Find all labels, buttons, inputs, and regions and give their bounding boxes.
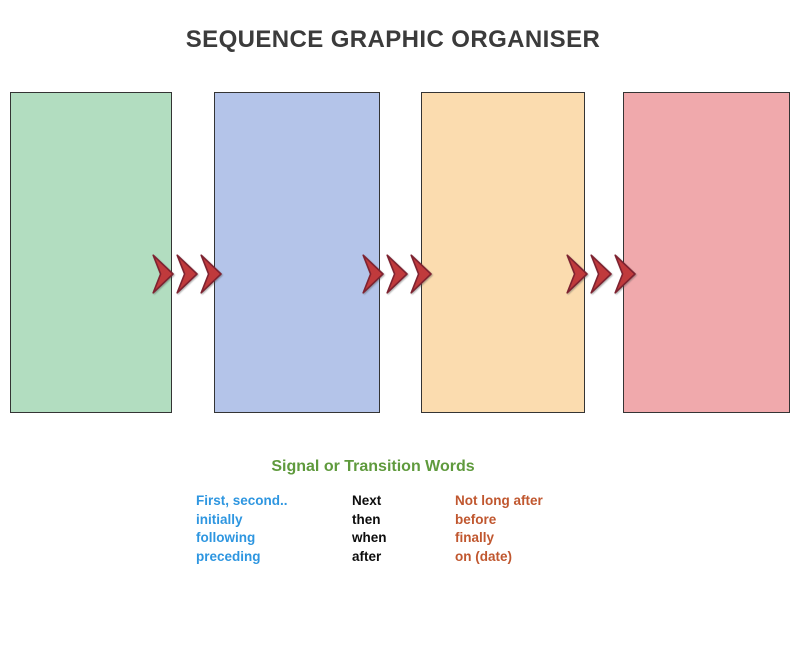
chevron-arrow-icon xyxy=(176,254,198,294)
column-orange: Not long after before finally on (date) xyxy=(455,492,615,566)
signal-word: after xyxy=(352,548,382,564)
chevron-arrow-icon xyxy=(386,254,408,294)
signal-word: Not long after xyxy=(455,493,543,508)
signal-word: before xyxy=(455,511,497,527)
sequence-box-3[interactable] xyxy=(421,92,585,413)
chevron-arrow-icon xyxy=(152,254,174,294)
arrow-connector-3 xyxy=(566,252,636,296)
sequence-box-1[interactable] xyxy=(10,92,172,413)
signal-word: First, second.. xyxy=(196,493,288,508)
signal-words-heading: Signal or Transition Words xyxy=(271,458,475,475)
signal-word: initially xyxy=(196,511,243,527)
signal-word: when xyxy=(352,530,387,546)
arrow-connector-2 xyxy=(362,252,432,296)
chevron-arrow-icon xyxy=(200,254,222,294)
signal-word: then xyxy=(352,511,381,527)
signal-word: finally xyxy=(455,530,495,546)
chevron-arrow-icon xyxy=(614,254,636,294)
signal-word: preceding xyxy=(196,548,261,564)
page-title: SEQUENCE GRAPHIC ORGANISER xyxy=(185,26,601,53)
signal-word: Next xyxy=(352,493,382,508)
column-black: Next then when after xyxy=(352,492,455,566)
signal-words-columns: First, second.. initially following precedi… xyxy=(196,492,615,566)
chevron-arrow-icon xyxy=(590,254,612,294)
column-blue: First, second.. initially following precedi… xyxy=(196,492,352,566)
chevron-arrow-icon xyxy=(362,254,384,294)
signal-word: on (date) xyxy=(455,548,512,564)
sequence-stage xyxy=(0,92,800,414)
chevron-arrow-icon xyxy=(410,254,432,294)
sequence-box-4[interactable] xyxy=(623,92,790,413)
arrow-connector-1 xyxy=(152,252,222,296)
signal-word: following xyxy=(196,530,256,546)
sequence-box-2[interactable] xyxy=(214,92,380,413)
chevron-arrow-icon xyxy=(566,254,588,294)
